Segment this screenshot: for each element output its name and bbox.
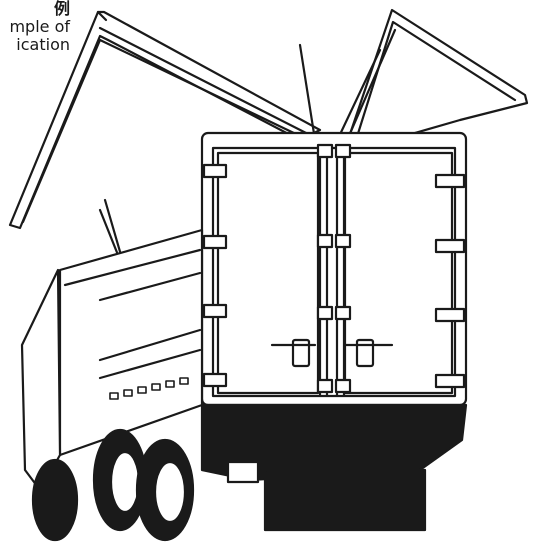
right-hinges	[434, 173, 466, 389]
truck-cab	[20, 268, 62, 492]
caption-japanese: 例	[53, 0, 70, 18]
center-latches	[316, 143, 352, 394]
door-handles	[270, 338, 394, 368]
caption-line-2: ication	[16, 35, 70, 54]
example-caption: 例 mple of ication	[0, 0, 70, 54]
front-wheel	[31, 458, 79, 542]
rear-wheels	[92, 428, 195, 542]
caption-line-1: mple of	[9, 17, 70, 36]
rear-bumper	[263, 468, 427, 532]
left-hinges	[202, 163, 228, 388]
cargo-box-side	[58, 228, 204, 457]
